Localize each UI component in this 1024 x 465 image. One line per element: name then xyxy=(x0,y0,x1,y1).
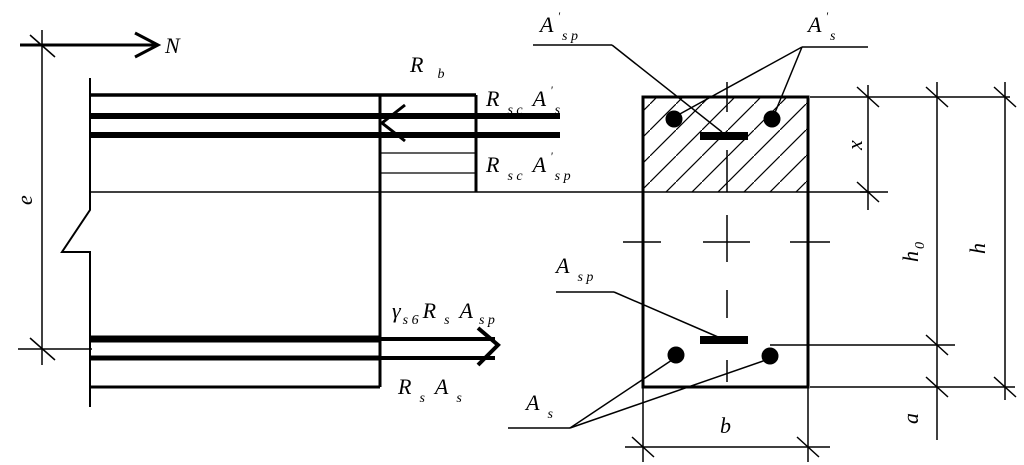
label-x: x xyxy=(842,140,867,151)
center-lines xyxy=(623,82,830,382)
label-h0: h0 xyxy=(898,242,928,262)
leader-lines xyxy=(508,44,868,429)
bar-bottom-left xyxy=(667,346,685,364)
width-dimension xyxy=(625,387,830,462)
eccentricity-dimension xyxy=(18,30,92,365)
label-Asp-prime: A's p xyxy=(538,9,578,44)
label-a: a xyxy=(898,413,923,424)
left-elevation xyxy=(18,30,870,407)
compression-zone-hatch xyxy=(643,97,808,192)
bar-bottom-right xyxy=(761,347,779,365)
compression-arrow-head xyxy=(379,103,406,143)
cross-section xyxy=(508,44,1017,462)
dimension-lines-right xyxy=(770,82,1017,440)
label-As-prime: A's xyxy=(806,9,836,44)
label-b: b xyxy=(720,413,731,438)
label-N: N xyxy=(164,33,181,58)
compression-block xyxy=(380,93,478,192)
label-e: e xyxy=(12,195,37,205)
bar-top-right xyxy=(763,110,781,128)
tension-arrows xyxy=(380,326,501,367)
label-h: h xyxy=(965,243,990,254)
